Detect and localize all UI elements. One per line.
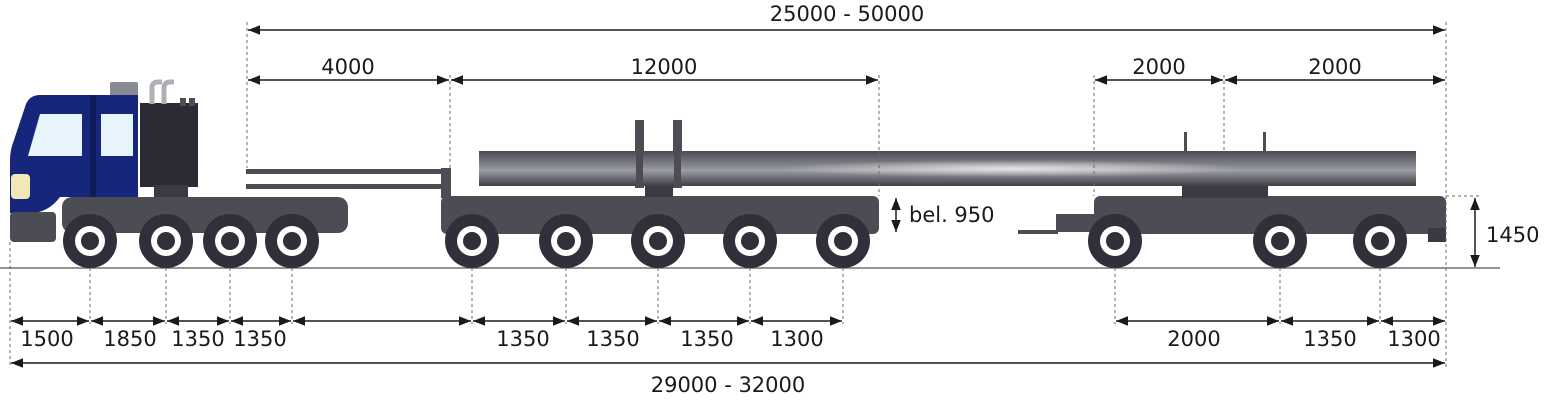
cab-door-seam	[90, 95, 96, 197]
engine-mount	[154, 185, 188, 197]
label-top-overall: 25000 - 50000	[770, 2, 925, 26]
air-intake	[189, 98, 195, 106]
exhaust-pipe-icon	[149, 79, 162, 104]
wheel-icon	[63, 214, 117, 268]
label-truck-1: 1500	[20, 327, 73, 351]
label-rear-2: 1350	[1303, 327, 1356, 351]
gooseneck-riser	[441, 168, 451, 198]
gooseneck-arm-upper	[246, 169, 442, 174]
wheel-icon	[139, 214, 193, 268]
label-gooseneck: 4000	[321, 55, 374, 79]
wheel-icon	[203, 214, 257, 268]
label-truck-2: 1850	[103, 327, 156, 351]
label-bottom-overall: 29000 - 32000	[651, 373, 806, 397]
dimension-arrows	[10, 25, 1480, 368]
wheel-icon	[816, 214, 870, 268]
wheel-icon	[265, 214, 319, 268]
label-rear-left: 2000	[1132, 55, 1185, 79]
exhaust-pipe-icon	[161, 79, 174, 104]
rear-drawbar	[1018, 230, 1058, 234]
wheel-icon	[1353, 214, 1407, 268]
label-truck-4: 1350	[233, 327, 286, 351]
label-front-1: 1350	[496, 327, 549, 351]
label-deck-height: bel. 950	[909, 203, 995, 227]
wheel-group	[63, 214, 1407, 268]
label-rear-height: 1450	[1486, 223, 1539, 247]
wheel-icon	[1253, 214, 1307, 268]
wheel-icon	[539, 214, 593, 268]
bolster-base	[645, 185, 673, 197]
wheel-icon	[723, 214, 777, 268]
rear-bolster	[1182, 184, 1268, 198]
pipe-cargo	[479, 151, 1416, 186]
front-bumper	[10, 212, 56, 242]
label-front-bogie: 12000	[631, 55, 698, 79]
side-window	[101, 114, 133, 156]
label-front-2: 1350	[586, 327, 639, 351]
wheel-icon	[445, 214, 499, 268]
rear-trailer-ramp	[1056, 214, 1096, 232]
pipe-strap	[674, 151, 681, 186]
pipe-strap	[636, 151, 643, 186]
label-rear-right: 2000	[1308, 55, 1361, 79]
rear-bumper	[1428, 228, 1446, 242]
windshield	[28, 114, 82, 156]
roof-vent	[110, 82, 138, 96]
extension-lines	[9, 22, 1480, 368]
label-rear-1: 2000	[1167, 327, 1220, 351]
dimension-labels: 25000 - 50000 4000 12000 2000 2000 bel. …	[20, 2, 1539, 397]
headlight	[11, 174, 30, 199]
truck-tractor	[10, 79, 444, 242]
fifth-wheel	[246, 184, 444, 189]
label-front-4: 1300	[770, 327, 823, 351]
label-rear-3: 1300	[1387, 327, 1440, 351]
label-front-3: 1350	[680, 327, 733, 351]
air-intake	[180, 98, 186, 106]
label-truck-3: 1350	[171, 327, 224, 351]
rear-trailer-deck	[1094, 196, 1446, 234]
wheel-icon	[1088, 214, 1142, 268]
wheel-icon	[631, 214, 685, 268]
pipe-shine	[479, 151, 1416, 186]
engine-block	[140, 103, 198, 187]
